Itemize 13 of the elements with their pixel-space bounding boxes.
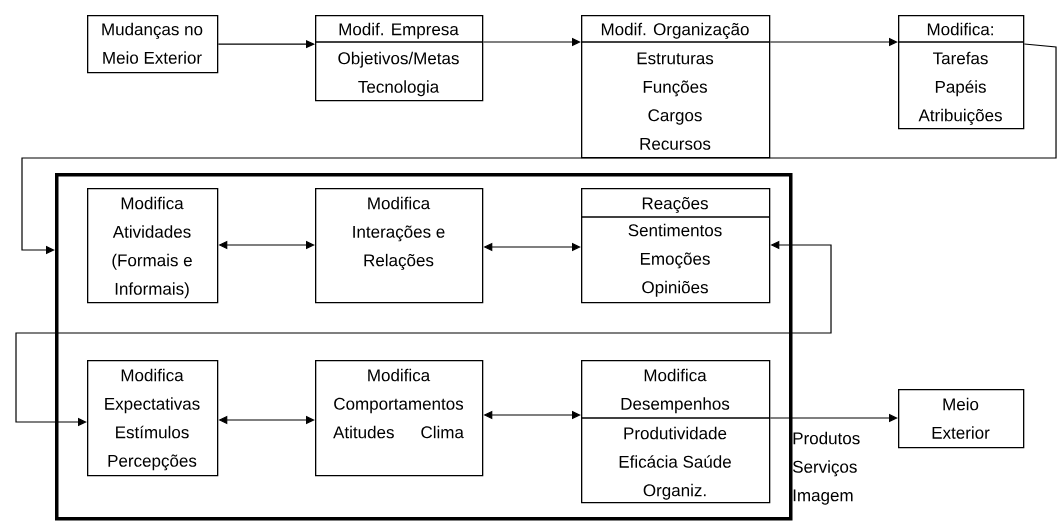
process-box: Modifica Interações e Relações [315,188,484,304]
process-box: Modifica Expectativas Estímulos Percepções [87,360,219,477]
process-box: Reações Sentimentos Emoções Opiniões [580,188,771,304]
process-box: Mudanças no Meio Exterior [87,15,219,74]
group-frame [55,173,793,521]
process-box: Modifica Comportamentos Atitudes Clima [315,360,484,477]
process-box: Modifica: Tarefas Papéis Atribuições [897,15,1025,130]
process-box: Modif. Organização Estruturas Funções Cargos Recursos [580,15,771,159]
process-box: Modifica Atividades (Formais e Informais) [87,188,219,304]
process-box: Meio Exterior [898,389,1025,449]
edge-label: Produtos Serviços Imagem [793,431,860,505]
process-box: Modifica Desempenhos Produtividade Eficácia Saúde Organiz. [580,360,771,504]
process-box: Modif. Empresa Objetivos/Metas Tecnologia [314,15,484,102]
